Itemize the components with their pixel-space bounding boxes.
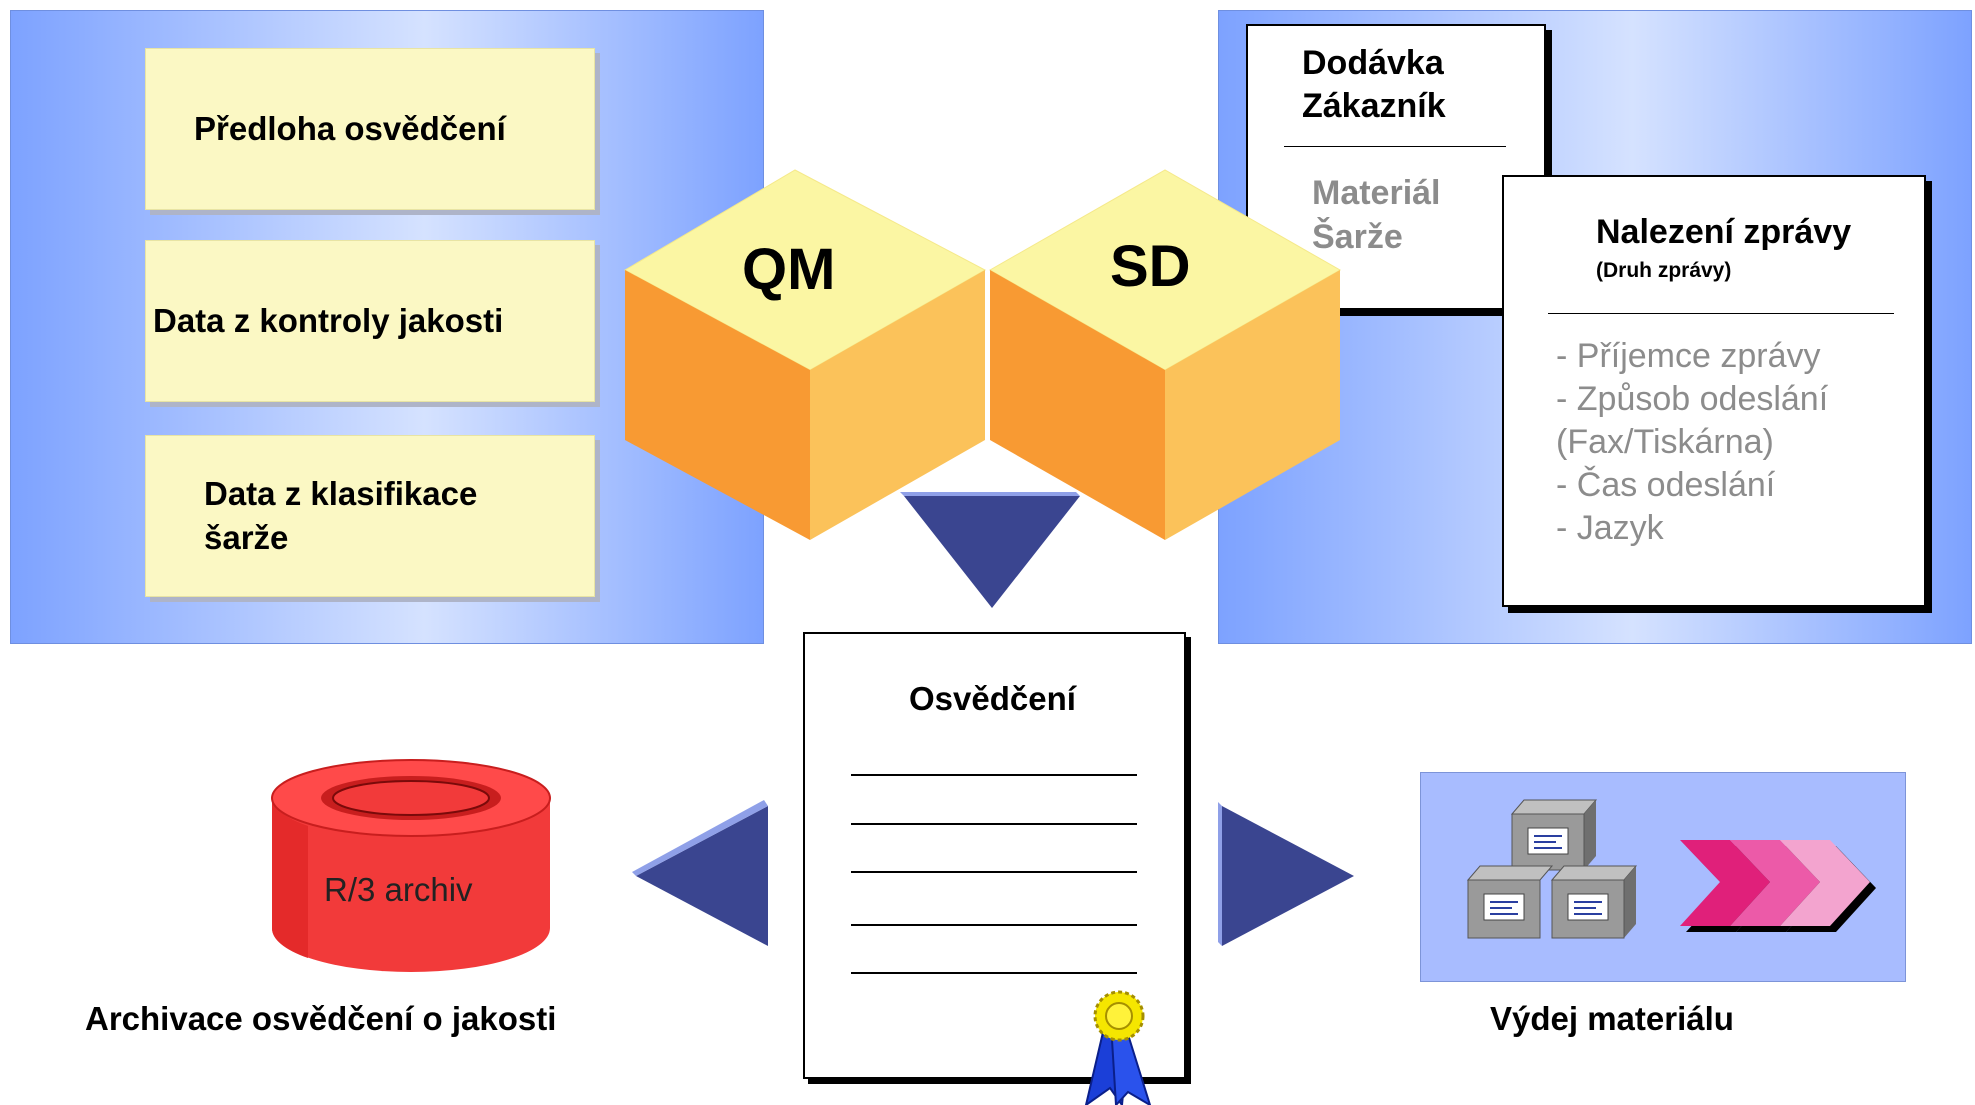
left-arrow xyxy=(632,800,768,946)
delivery-card-line2: Zákazník xyxy=(1302,87,1446,125)
note-certificate-template-label: Předloha osvědčení xyxy=(194,110,506,147)
message-card-title: Nalezení zprávy xyxy=(1596,213,1852,251)
message-card-item-time: - Čas odeslání xyxy=(1556,466,1776,504)
certificate-seal-icon xyxy=(1084,990,1152,1105)
sd-cube-label: SD xyxy=(1110,234,1191,299)
right-arrow xyxy=(1218,802,1354,946)
delivery-card-sub1: Materiál xyxy=(1312,174,1441,212)
archive-label: R/3 archiv xyxy=(324,871,473,908)
message-card-item-method: - Způsob odeslání xyxy=(1556,380,1829,418)
shipping-caption: Výdej materiálu xyxy=(1490,1000,1734,1037)
cubes-graphic xyxy=(623,169,1342,540)
message-card-item-recipient: - Příjemce zprávy xyxy=(1556,337,1821,375)
archive-caption: Archivace osvědčení o jakosti xyxy=(85,1000,557,1037)
delivery-card-divider xyxy=(1284,146,1506,147)
note-batch-classification-line2: šarže xyxy=(204,519,289,556)
delivery-card: Dodávka Zákazník Materiál Šarže xyxy=(1246,24,1546,310)
delivery-card-sub2: Šarže xyxy=(1312,218,1403,256)
note-batch-classification-data: Data z klasifikace šarže xyxy=(145,435,595,597)
boxes-icon xyxy=(1466,799,1638,939)
down-arrow xyxy=(900,492,1080,608)
certificate-line-3 xyxy=(851,871,1137,873)
certificate-line-5 xyxy=(851,972,1137,974)
message-card-divider xyxy=(1548,313,1894,314)
message-card-item-language: - Jazyk xyxy=(1556,509,1664,547)
certificate-title: Osvědčení xyxy=(909,680,1076,717)
certificate-line-4 xyxy=(851,924,1137,926)
message-card-subtitle: (Druh zprávy) xyxy=(1596,259,1732,282)
sd-cube xyxy=(988,169,1342,540)
certificate-line-1 xyxy=(851,774,1137,776)
message-determination-card: Nalezení zprávy (Druh zprávy) - Příjemce… xyxy=(1502,175,1926,607)
note-quality-inspection-data: Data z kontroly jakosti xyxy=(145,240,595,402)
archive-cylinder-icon xyxy=(271,759,551,972)
message-card-item-fax-printer: (Fax/Tiskárna) xyxy=(1556,423,1774,461)
certificate-line-2 xyxy=(851,823,1137,825)
note-quality-inspection-label: Data z kontroly jakosti xyxy=(153,302,504,339)
note-batch-classification-line1: Data z klasifikace xyxy=(204,475,478,512)
qm-cube-label: QM xyxy=(742,237,836,302)
forward-chevrons-icon xyxy=(1680,840,1876,932)
delivery-card-line1: Dodávka xyxy=(1302,44,1444,82)
qm-cube xyxy=(623,169,987,540)
note-certificate-template: Předloha osvědčení xyxy=(145,48,595,210)
